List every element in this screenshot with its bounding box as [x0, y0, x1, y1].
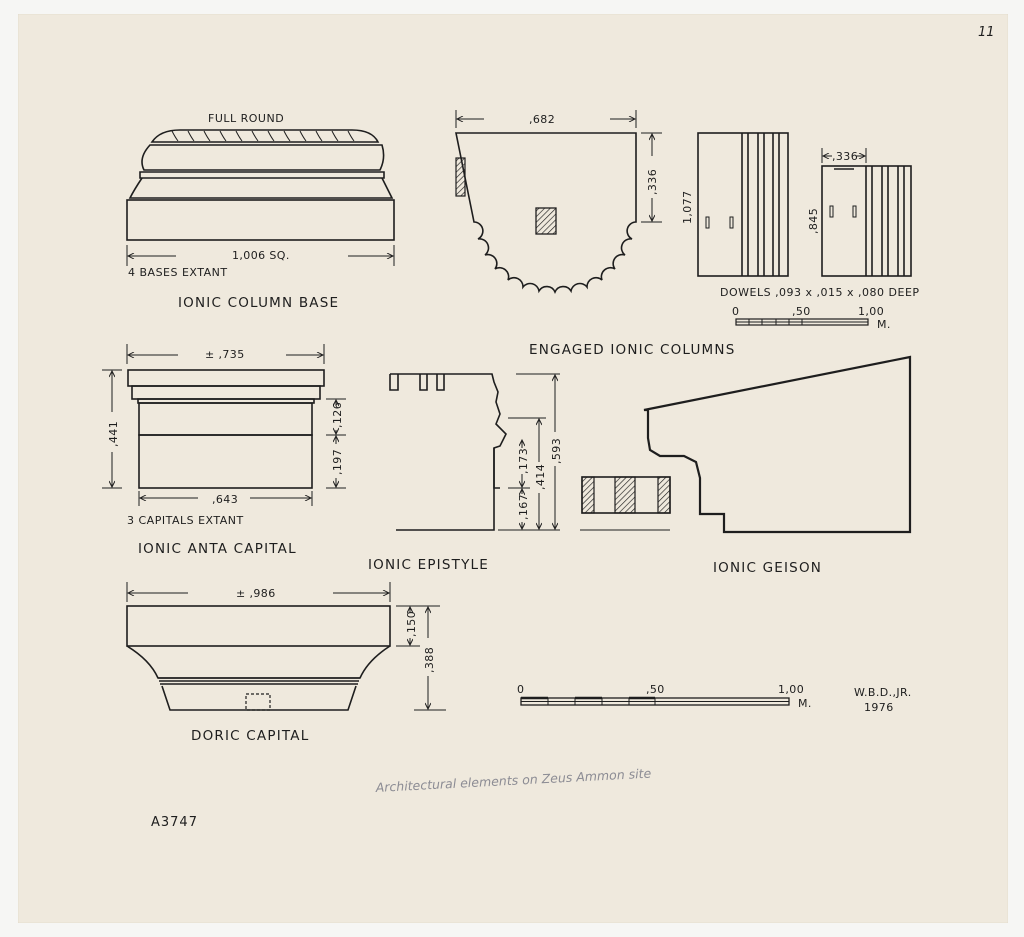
elevation-2-flutes [865, 166, 905, 276]
small-scale-label-100: 1,00 [858, 305, 884, 318]
epistyle-dim-593: ,593 [550, 438, 563, 464]
anta-extant-note: 3 CAPITALS EXTANT [127, 514, 244, 527]
doric-neck [161, 685, 357, 711]
epistyle-fascia [493, 448, 500, 489]
engaged-ionic-columns: ,682 ,336 1,077 ,336 [455, 110, 920, 358]
engaged-column-plan [455, 132, 637, 295]
anta-height-upper: ,126 [331, 402, 344, 428]
epistyle-profile [390, 373, 507, 531]
anta-height-total: ,441 [107, 421, 120, 447]
base-upper-torus [150, 129, 380, 143]
ionic-anta-capital-title: IONIC ANTA CAPITAL [138, 541, 297, 557]
epistyle-dim-173: ,173 [517, 448, 530, 474]
ionic-geison-title: IONIC GEISON [713, 560, 822, 576]
base-scotia [141, 144, 385, 171]
catalog-number: A3747 [151, 815, 198, 830]
handwritten-note: Architectural elements on Zeus Ammon sit… [374, 766, 651, 795]
signature-initials: W.B.D.,JR. [854, 686, 912, 699]
page-number: 11 [978, 25, 995, 40]
ionic-geison: IONIC GEISON [580, 355, 912, 576]
small-scale-bar: 0 ,50 1,00 M. [732, 305, 891, 331]
plan-width-dim: ,682 [529, 113, 555, 126]
base-extant-note: 4 BASES EXTANT [128, 266, 228, 279]
base-width-dim: 1,006 SQ. [232, 249, 290, 262]
base-torus-fluting [171, 130, 355, 142]
plan-cutting [455, 157, 466, 197]
elevation-2-height: ,845 [807, 208, 820, 234]
anta-echinus [131, 385, 321, 400]
elevation-2-width: ,336 [832, 150, 858, 163]
doric-width-dim: ± ,986 [236, 587, 276, 600]
main-scale-label-0: 0 [517, 683, 524, 696]
engaged-column-elevation-1 [697, 132, 789, 277]
doric-height-total: ,388 [423, 647, 436, 673]
epistyle-tenon-2 [419, 374, 428, 391]
doric-echinus [126, 645, 391, 679]
geison-profile [643, 355, 912, 534]
epistyle-tenon-3 [436, 374, 445, 391]
signature-year: 1976 [864, 701, 894, 714]
main-scale-label-50: ,50 [646, 683, 665, 696]
doric-capital: ± ,986 ,150 ,388 DORIC CAPITAL [126, 582, 446, 744]
small-scale-label-0: 0 [732, 305, 739, 318]
main-scale-unit: M. [798, 697, 812, 710]
main-scale-bar: 0 ,50 1,00 M. [517, 683, 812, 710]
small-scale-label-50: ,50 [792, 305, 811, 318]
ionic-anta-capital: ± ,735 ,441 ,126 ,197 ,643 3 CAPITALS EX… [102, 344, 346, 557]
plan-depth-dim: ,336 [646, 169, 659, 195]
elevation-1-height: 1,077 [681, 191, 694, 225]
anta-width-bottom: ,643 [212, 493, 238, 506]
doric-capital-title: DORIC CAPITAL [191, 728, 309, 744]
doric-dowel-hole [245, 693, 271, 711]
anta-abacus [127, 369, 325, 387]
dowel-1a [705, 216, 710, 229]
dowel-2b [852, 205, 857, 218]
dentil-1 [581, 476, 595, 514]
ionic-epistyle: ,167 ,173 ,414 ,593 IONIC EPISTYLE [368, 373, 563, 573]
dentil-3 [657, 476, 671, 514]
epistyle-dim-414: ,414 [534, 464, 547, 490]
base-fillet [139, 171, 385, 179]
dowel-2a [829, 205, 834, 218]
anta-width-top: ± ,735 [205, 348, 245, 361]
doric-abacus [126, 605, 391, 647]
anta-lower-body [138, 434, 313, 489]
epistyle-dim-167: ,167 [517, 494, 530, 520]
base-plinth [126, 199, 395, 241]
base-lower-torus [128, 177, 394, 199]
ionic-column-base-title: IONIC COLUMN BASE [178, 295, 339, 311]
elevation-1-flutes [741, 133, 780, 276]
base-full-round-note: FULL ROUND [208, 112, 284, 125]
dentil-2 [614, 476, 636, 514]
dowels-note: DOWELS ,093 x ,015 x ,080 DEEP [720, 286, 920, 299]
ionic-column-base: FULL ROUND 1,006 SQ. 4 BASES EXTANT IONI… [126, 112, 395, 311]
dowel-1b [729, 216, 734, 229]
ionic-epistyle-title: IONIC EPISTYLE [368, 557, 489, 573]
doric-height-upper: ,150 [405, 611, 418, 637]
plan-dowel-hole [535, 207, 557, 235]
anta-upper-body [138, 402, 313, 436]
engaged-ionic-columns-title: ENGAGED IONIC COLUMNS [529, 342, 735, 358]
main-scale-label-100: 1,00 [778, 683, 804, 696]
small-scale-unit: M. [877, 318, 891, 331]
epistyle-tenon-1 [389, 374, 399, 391]
anta-height-lower: ,197 [331, 449, 344, 475]
